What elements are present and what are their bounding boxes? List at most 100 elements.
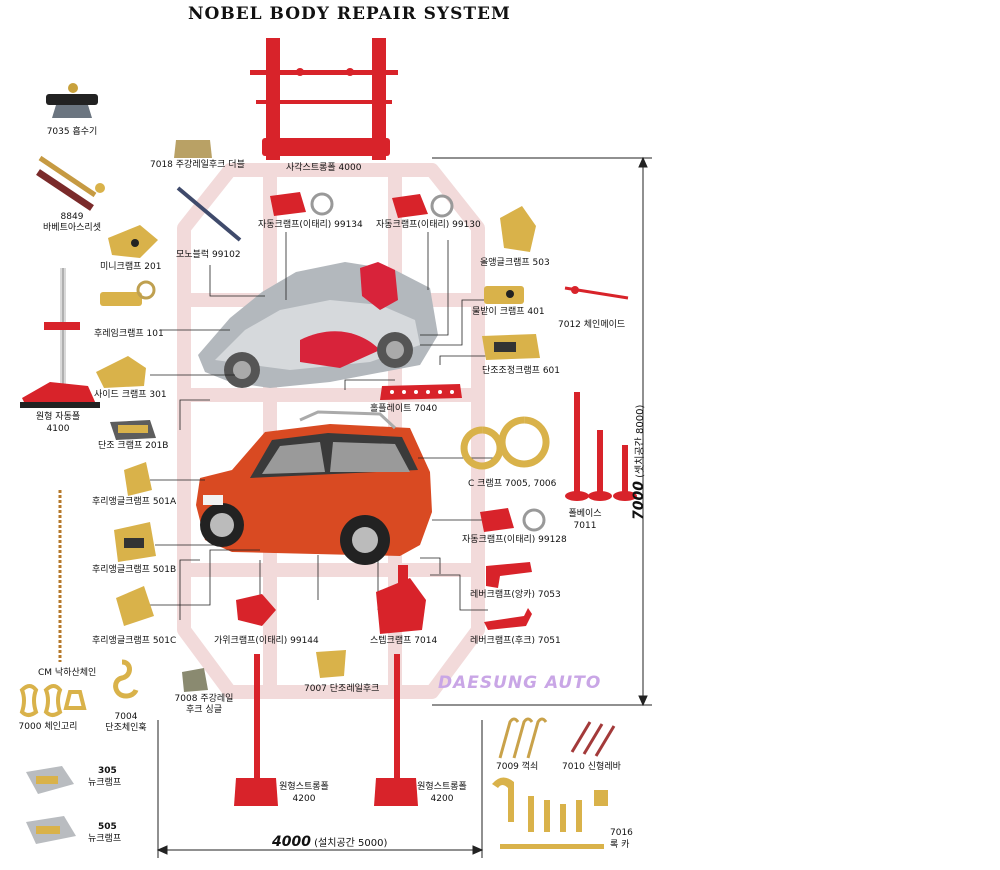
- dimension-lines: [156, 156, 652, 858]
- lock-car-7016: [492, 777, 608, 849]
- brand-watermark: DAESUNG AUTO: [438, 673, 602, 693]
- monoblock-99102: [176, 186, 242, 242]
- label-4000: 사각스트롱폴 4000: [286, 163, 362, 173]
- free-angle-clamp-501a: [124, 462, 152, 496]
- all-angle-clamp-503: [500, 206, 536, 252]
- label-99130: 자동크램프(이태리) 99130: [376, 220, 481, 230]
- label-7011-code: 7011: [573, 521, 597, 531]
- label-7000: 7000 체인고리: [18, 722, 78, 732]
- label-99102: 모노블럭 99102: [176, 250, 241, 260]
- chassis-illustration: [198, 262, 438, 388]
- width-dimension: 4000 (설치공간 5000): [272, 834, 387, 850]
- forged-chain-hook-7004: [113, 659, 139, 699]
- lever-clamp-anchor-7053: [486, 562, 532, 588]
- label-401: 물받이 크램프 401: [472, 307, 545, 317]
- new-clamp-305: [26, 766, 74, 794]
- label-99144: 가위크램프(이태리) 99144: [214, 636, 319, 646]
- label-7007: 7007 단조레일후크: [304, 684, 380, 694]
- label-501a: 후리앵글크램프 501A: [92, 497, 177, 507]
- page-title: NOBEL BODY REPAIR SYSTEM: [188, 4, 511, 24]
- label-7018: 7018 주강레일후크 더블: [150, 160, 245, 170]
- c-clamp-7005-7006: [460, 416, 550, 470]
- round-strong-pole-4200-left: [234, 654, 278, 806]
- label-101: 후레임크램프 101: [94, 329, 164, 339]
- barbet-set-8849: [36, 155, 105, 211]
- mini-clamp-201: [108, 225, 158, 258]
- label-7053: 레버크램프(앙카) 7053: [470, 590, 561, 600]
- height-value: 7000: [631, 481, 647, 520]
- label-4200-right-name: 원형스트롱폴: [417, 782, 467, 792]
- round-strong-pole-4200-right: [374, 654, 418, 806]
- round-auto-pole-4100: [20, 268, 100, 408]
- label-201: 미니크램프 201: [100, 262, 162, 272]
- pole-base-7011: [565, 392, 637, 501]
- new-lever-7010: [570, 721, 616, 757]
- label-505-name: 뉴크램프: [88, 834, 122, 844]
- label-7009: 7009 꺽쇠: [496, 762, 539, 772]
- label-7016-name: 록 카: [610, 840, 630, 850]
- label-503: 올앵글크램프 503: [480, 258, 550, 268]
- label-305-name: 뉴크램프: [88, 778, 122, 788]
- label-99134: 자동크램프(이태리) 99134: [258, 220, 363, 230]
- label-305-code: 305: [98, 766, 117, 776]
- side-clamp-301: [96, 356, 146, 388]
- clamp-hook-7009: [498, 717, 548, 759]
- label-7040: 홀플레이트 7040: [370, 404, 438, 414]
- label-501c: 후리앵글크램프 501C: [92, 636, 177, 646]
- height-dimension: 7000 (셋치공간 8000): [631, 405, 647, 520]
- label-4100-code: 4100: [46, 424, 70, 434]
- suction-tool-7035: [46, 83, 98, 118]
- gutter-clamp-401: [484, 286, 524, 304]
- label-7008-sub: 후크 싱글: [186, 705, 222, 715]
- chain-maid-7012: [564, 286, 629, 300]
- width-note: (설치공간 5000): [314, 838, 388, 849]
- label-7008-name: 7008 주강레일: [174, 694, 234, 704]
- label-4200-left-name: 원형스트롱폴: [279, 782, 329, 792]
- forged-adjust-clamp-601: [482, 334, 540, 360]
- auto-clamp-99130: [392, 194, 454, 218]
- width-value: 4000: [272, 834, 311, 850]
- label-cm-chain: CM 낙하산체인: [38, 668, 97, 678]
- step-clamp-7014: [376, 565, 426, 634]
- label-7016-code: 7016: [610, 828, 633, 838]
- label-201b: 단조 크램프 201B: [98, 441, 169, 451]
- forged-rail-hook-7007: [316, 650, 346, 678]
- rail-hook-single-7008: [182, 668, 208, 692]
- label-501b: 후리앵글크램프 501B: [92, 565, 177, 575]
- auto-clamp-99128: [480, 508, 546, 532]
- forged-clamp-201b: [110, 420, 156, 440]
- label-8849-code: 8849: [60, 212, 84, 222]
- hole-plate-7040: [380, 384, 462, 400]
- height-note: (셋치공간 8000): [635, 404, 646, 478]
- label-505-code: 505: [98, 822, 117, 832]
- label-7035: 7035 흡수기: [46, 127, 98, 137]
- frame-clamp-101: [100, 280, 156, 306]
- label-7010: 7010 신형레바: [562, 762, 621, 772]
- rail-hook-double-7018: [174, 140, 212, 158]
- label-7004-code: 7004: [114, 712, 138, 722]
- label-601: 단조조정크램프 601: [482, 366, 560, 376]
- label-4200-right-code: 4200: [430, 794, 454, 804]
- label-99128: 자동크램프(이태리) 99128: [462, 535, 567, 545]
- label-c-clamp: C 크램프 7005, 7006: [468, 479, 557, 489]
- label-4200-left-code: 4200: [292, 794, 316, 804]
- chain-ring-7000: [19, 684, 87, 717]
- lever-clamp-hook-7051: [484, 608, 532, 630]
- auto-clamp-99134: [270, 192, 334, 216]
- label-301: 사이드 크램프 301: [94, 390, 167, 400]
- new-clamp-505: [26, 816, 76, 844]
- label-7011-name: 폴베이스: [568, 509, 602, 519]
- label-7004-name: 단조체인훅: [105, 723, 147, 733]
- square-strong-pole-4000: [250, 38, 398, 160]
- free-angle-clamp-501b: [114, 522, 156, 562]
- label-7012: 7012 체인메이드: [558, 320, 626, 330]
- free-angle-clamp-501c: [116, 586, 154, 626]
- scissor-clamp-99144: [236, 594, 276, 626]
- car-illustration: [196, 410, 432, 565]
- label-4100-name: 원형 자동폴: [35, 412, 81, 422]
- label-7014: 스텝크램프 7014: [370, 636, 438, 646]
- label-8849-name: 바베트아스리셋: [43, 223, 101, 233]
- label-7051: 레버크램프(후크) 7051: [470, 636, 561, 646]
